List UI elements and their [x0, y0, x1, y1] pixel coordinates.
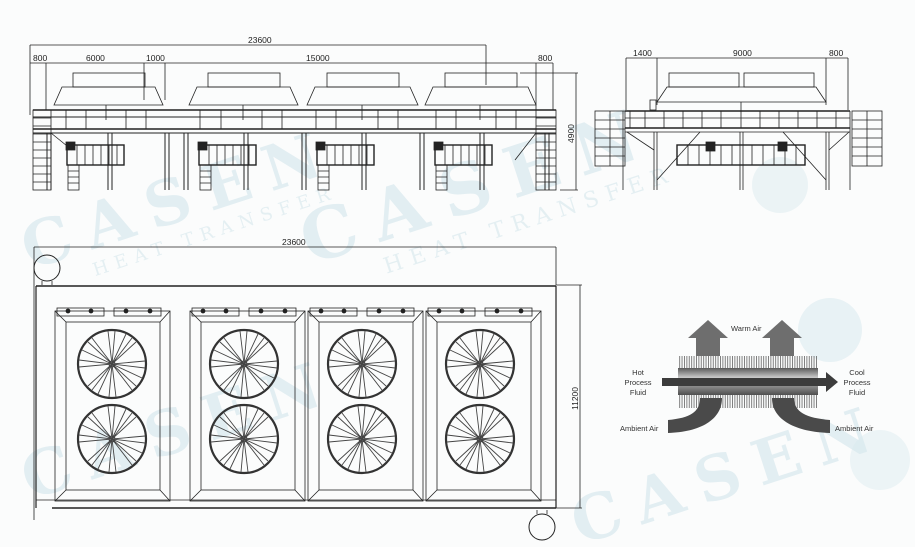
watermark-logo-icon	[798, 298, 862, 362]
front-service-box-1	[65, 141, 125, 191]
dim-segment-5: 800	[538, 53, 552, 63]
front-support-legs	[46, 133, 550, 190]
front-service-box-4	[433, 141, 493, 191]
plan-dim-overall-width: 23600	[282, 237, 306, 247]
ambient-air-arrow-left-icon	[668, 398, 722, 433]
warm-air-arrow-right-icon	[762, 320, 802, 356]
plan-dim-depth: 11200	[570, 387, 580, 410]
ambient-air-arrow-right-icon	[772, 398, 830, 433]
plan-module-1	[54, 307, 171, 502]
hot-fluid-label-3: Fluid	[630, 388, 646, 397]
front-service-box-3	[315, 141, 375, 191]
side-dim-1: 1400	[633, 48, 652, 58]
outlet-pipe-icon	[528, 513, 556, 541]
watermark-logo-icon	[752, 157, 808, 213]
plan-view: 23600 11200	[33, 237, 582, 541]
plan-module-3	[307, 307, 424, 502]
front-module-4	[424, 72, 537, 120]
cool-fluid-label-2: Process	[843, 378, 870, 387]
dim-segment-4: 15000	[306, 53, 330, 63]
ambient-air-label-left: Ambient Air	[620, 424, 659, 433]
front-ladder-left	[32, 109, 73, 191]
fan-icon	[444, 403, 516, 475]
front-service-box-2	[197, 141, 257, 191]
plan-module-4	[425, 307, 542, 502]
inlet-pipe-icon	[33, 254, 61, 282]
side-elevation-view: 1400 9000 800	[594, 48, 883, 190]
watermark-brand-4: CASEN	[562, 389, 895, 547]
front-elevation-view: 23600 800 6000 1000 15000 800 4900	[29, 35, 578, 191]
fan-icon	[76, 328, 148, 400]
warm-air-label: Warm Air	[731, 324, 762, 333]
dim-segment-1: 800	[33, 53, 47, 63]
front-module-3	[306, 72, 419, 120]
dim-height: 4900	[566, 124, 576, 143]
side-dim-3: 800	[829, 48, 843, 58]
hot-fluid-label-2: Process	[624, 378, 651, 387]
cool-fluid-label-3: Fluid	[849, 388, 865, 397]
front-module-1	[53, 72, 164, 120]
front-ladder-right	[514, 109, 557, 191]
fan-icon	[326, 403, 398, 475]
dim-overall-width: 23600	[248, 35, 272, 45]
front-platform-railing	[33, 109, 556, 134]
cool-fluid-label-1: Cool	[849, 368, 865, 377]
watermark-logo-icon	[850, 430, 910, 490]
dry-cooler-principle-diagram: Warm Air Hot Process Fluid Cool Process …	[620, 320, 874, 433]
side-dim-2: 9000	[733, 48, 752, 58]
hot-fluid-label-1: Hot	[632, 368, 645, 377]
ambient-air-label-right: Ambient Air	[835, 424, 874, 433]
process-fluid-arrow-icon	[662, 372, 838, 392]
plan-module-2	[189, 307, 306, 502]
warm-air-arrow-left-icon	[688, 320, 728, 356]
dim-segment-2: 6000	[86, 53, 105, 63]
dim-segment-3: 1000	[146, 53, 165, 63]
fan-icon	[326, 328, 398, 400]
fan-icon	[444, 328, 516, 400]
